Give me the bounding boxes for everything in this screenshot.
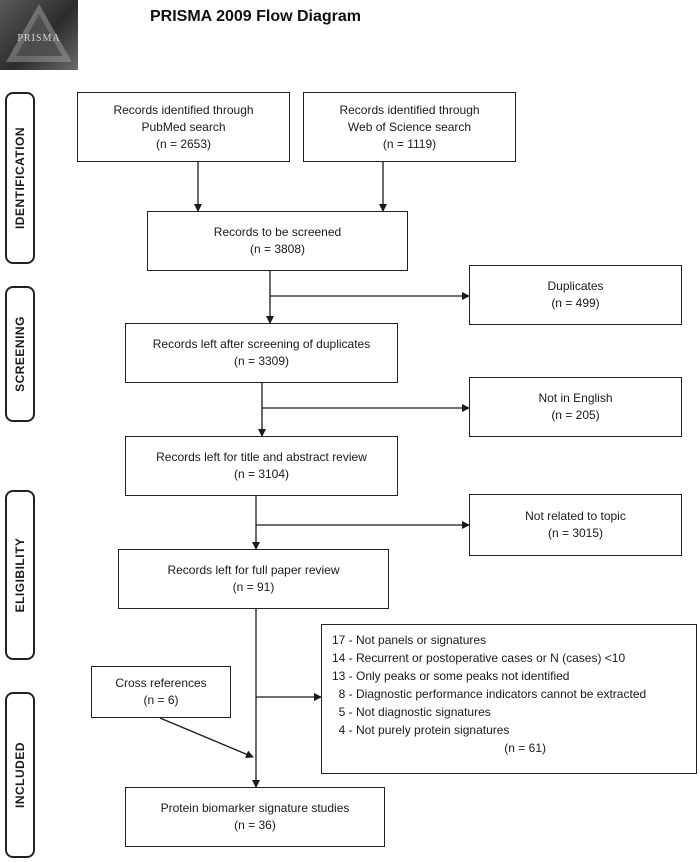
box-full-paper-line1: Records left for full paper review bbox=[167, 563, 340, 577]
box-duplicates: Duplicates (n = 499) bbox=[469, 265, 682, 325]
arrow-cross-refs-to-main bbox=[159, 717, 254, 758]
box-screened-count: (n = 3808) bbox=[249, 242, 306, 256]
box-not-english-line1: Not in English bbox=[538, 391, 613, 405]
phase-included: INCLUDED bbox=[5, 692, 35, 858]
box-not-english: Not in English (n = 205) bbox=[469, 377, 682, 437]
logo-triangle-graphic bbox=[6, 4, 72, 62]
box-after-duplicates-line1: Records left after screening of duplicat… bbox=[152, 337, 371, 351]
logo-text: PRISMA bbox=[17, 33, 61, 44]
exclusion-reason: 5 - Not diagnostic signatures bbox=[332, 705, 491, 719]
exclusion-reason: 14 - Recurrent or postoperative cases or… bbox=[332, 651, 626, 665]
box-not-english-count: (n = 205) bbox=[551, 408, 600, 422]
box-pubmed: Records identified through PubMed search… bbox=[77, 92, 290, 162]
box-pubmed-line2: PubMed search bbox=[141, 119, 226, 134]
exclusion-reason: 17 - Not panels or signatures bbox=[332, 633, 487, 647]
exclusion-total: (n = 61) bbox=[504, 741, 546, 755]
box-not-related-count: (n = 3015) bbox=[547, 526, 604, 540]
exclusion-reason: 8 - Diagnostic performance indicators ca… bbox=[332, 687, 647, 701]
box-duplicates-line1: Duplicates bbox=[547, 279, 604, 293]
phase-eligibility: ELIGIBILITY bbox=[5, 490, 35, 660]
phase-screening: SCREENING bbox=[5, 286, 35, 422]
box-title-abstract-count: (n = 3104) bbox=[233, 467, 290, 481]
box-wos-count: (n = 1119) bbox=[382, 136, 437, 151]
box-full-paper-count: (n = 91) bbox=[232, 580, 275, 594]
prisma-logo: PRISMA bbox=[0, 0, 78, 70]
box-pubmed-count: (n = 2653) bbox=[155, 136, 212, 151]
box-not-related-line1: Not related to topic bbox=[525, 509, 626, 523]
box-final-line1: Protein biomarker signature studies bbox=[160, 801, 350, 815]
phase-identification: IDENTIFICATION bbox=[5, 92, 35, 264]
box-after-duplicates: Records left after screening of duplicat… bbox=[125, 323, 398, 383]
box-title-abstract-line1: Records left for title and abstract revi… bbox=[156, 450, 367, 464]
box-cross-references: Cross references (n = 6) bbox=[91, 666, 231, 718]
box-final-count: (n = 36) bbox=[234, 818, 276, 832]
box-full-paper-review: Records left for full paper review (n = … bbox=[118, 549, 389, 609]
exclusion-reason: 4 - Not purely protein signatures bbox=[332, 723, 510, 737]
box-title-abstract-review: Records left for title and abstract revi… bbox=[125, 436, 398, 496]
exclusion-reason: 13 - Only peaks or some peaks not identi… bbox=[332, 669, 570, 683]
box-web-of-science: Records identified through Web of Scienc… bbox=[303, 92, 516, 162]
box-cross-refs-count: (n = 6) bbox=[143, 693, 179, 707]
box-after-duplicates-count: (n = 3309) bbox=[233, 354, 290, 368]
box-wos-line1: Records identified through bbox=[339, 102, 480, 117]
box-records-to-screen: Records to be screened (n = 3808) bbox=[147, 211, 408, 271]
box-cross-refs-line1: Cross references bbox=[115, 676, 207, 690]
box-exclusion-reasons: 17 - Not panels or signatures 14 - Recur… bbox=[321, 624, 697, 774]
box-screened-line1: Records to be screened bbox=[213, 225, 342, 239]
box-duplicates-count: (n = 499) bbox=[551, 296, 600, 310]
box-pubmed-line1: Records identified through bbox=[113, 102, 254, 117]
box-wos-line2: Web of Science search bbox=[347, 119, 472, 134]
diagram-title: PRISMA 2009 Flow Diagram bbox=[150, 8, 362, 25]
box-not-related: Not related to topic (n = 3015) bbox=[469, 494, 682, 556]
box-included-studies: Protein biomarker signature studies (n =… bbox=[125, 787, 385, 847]
